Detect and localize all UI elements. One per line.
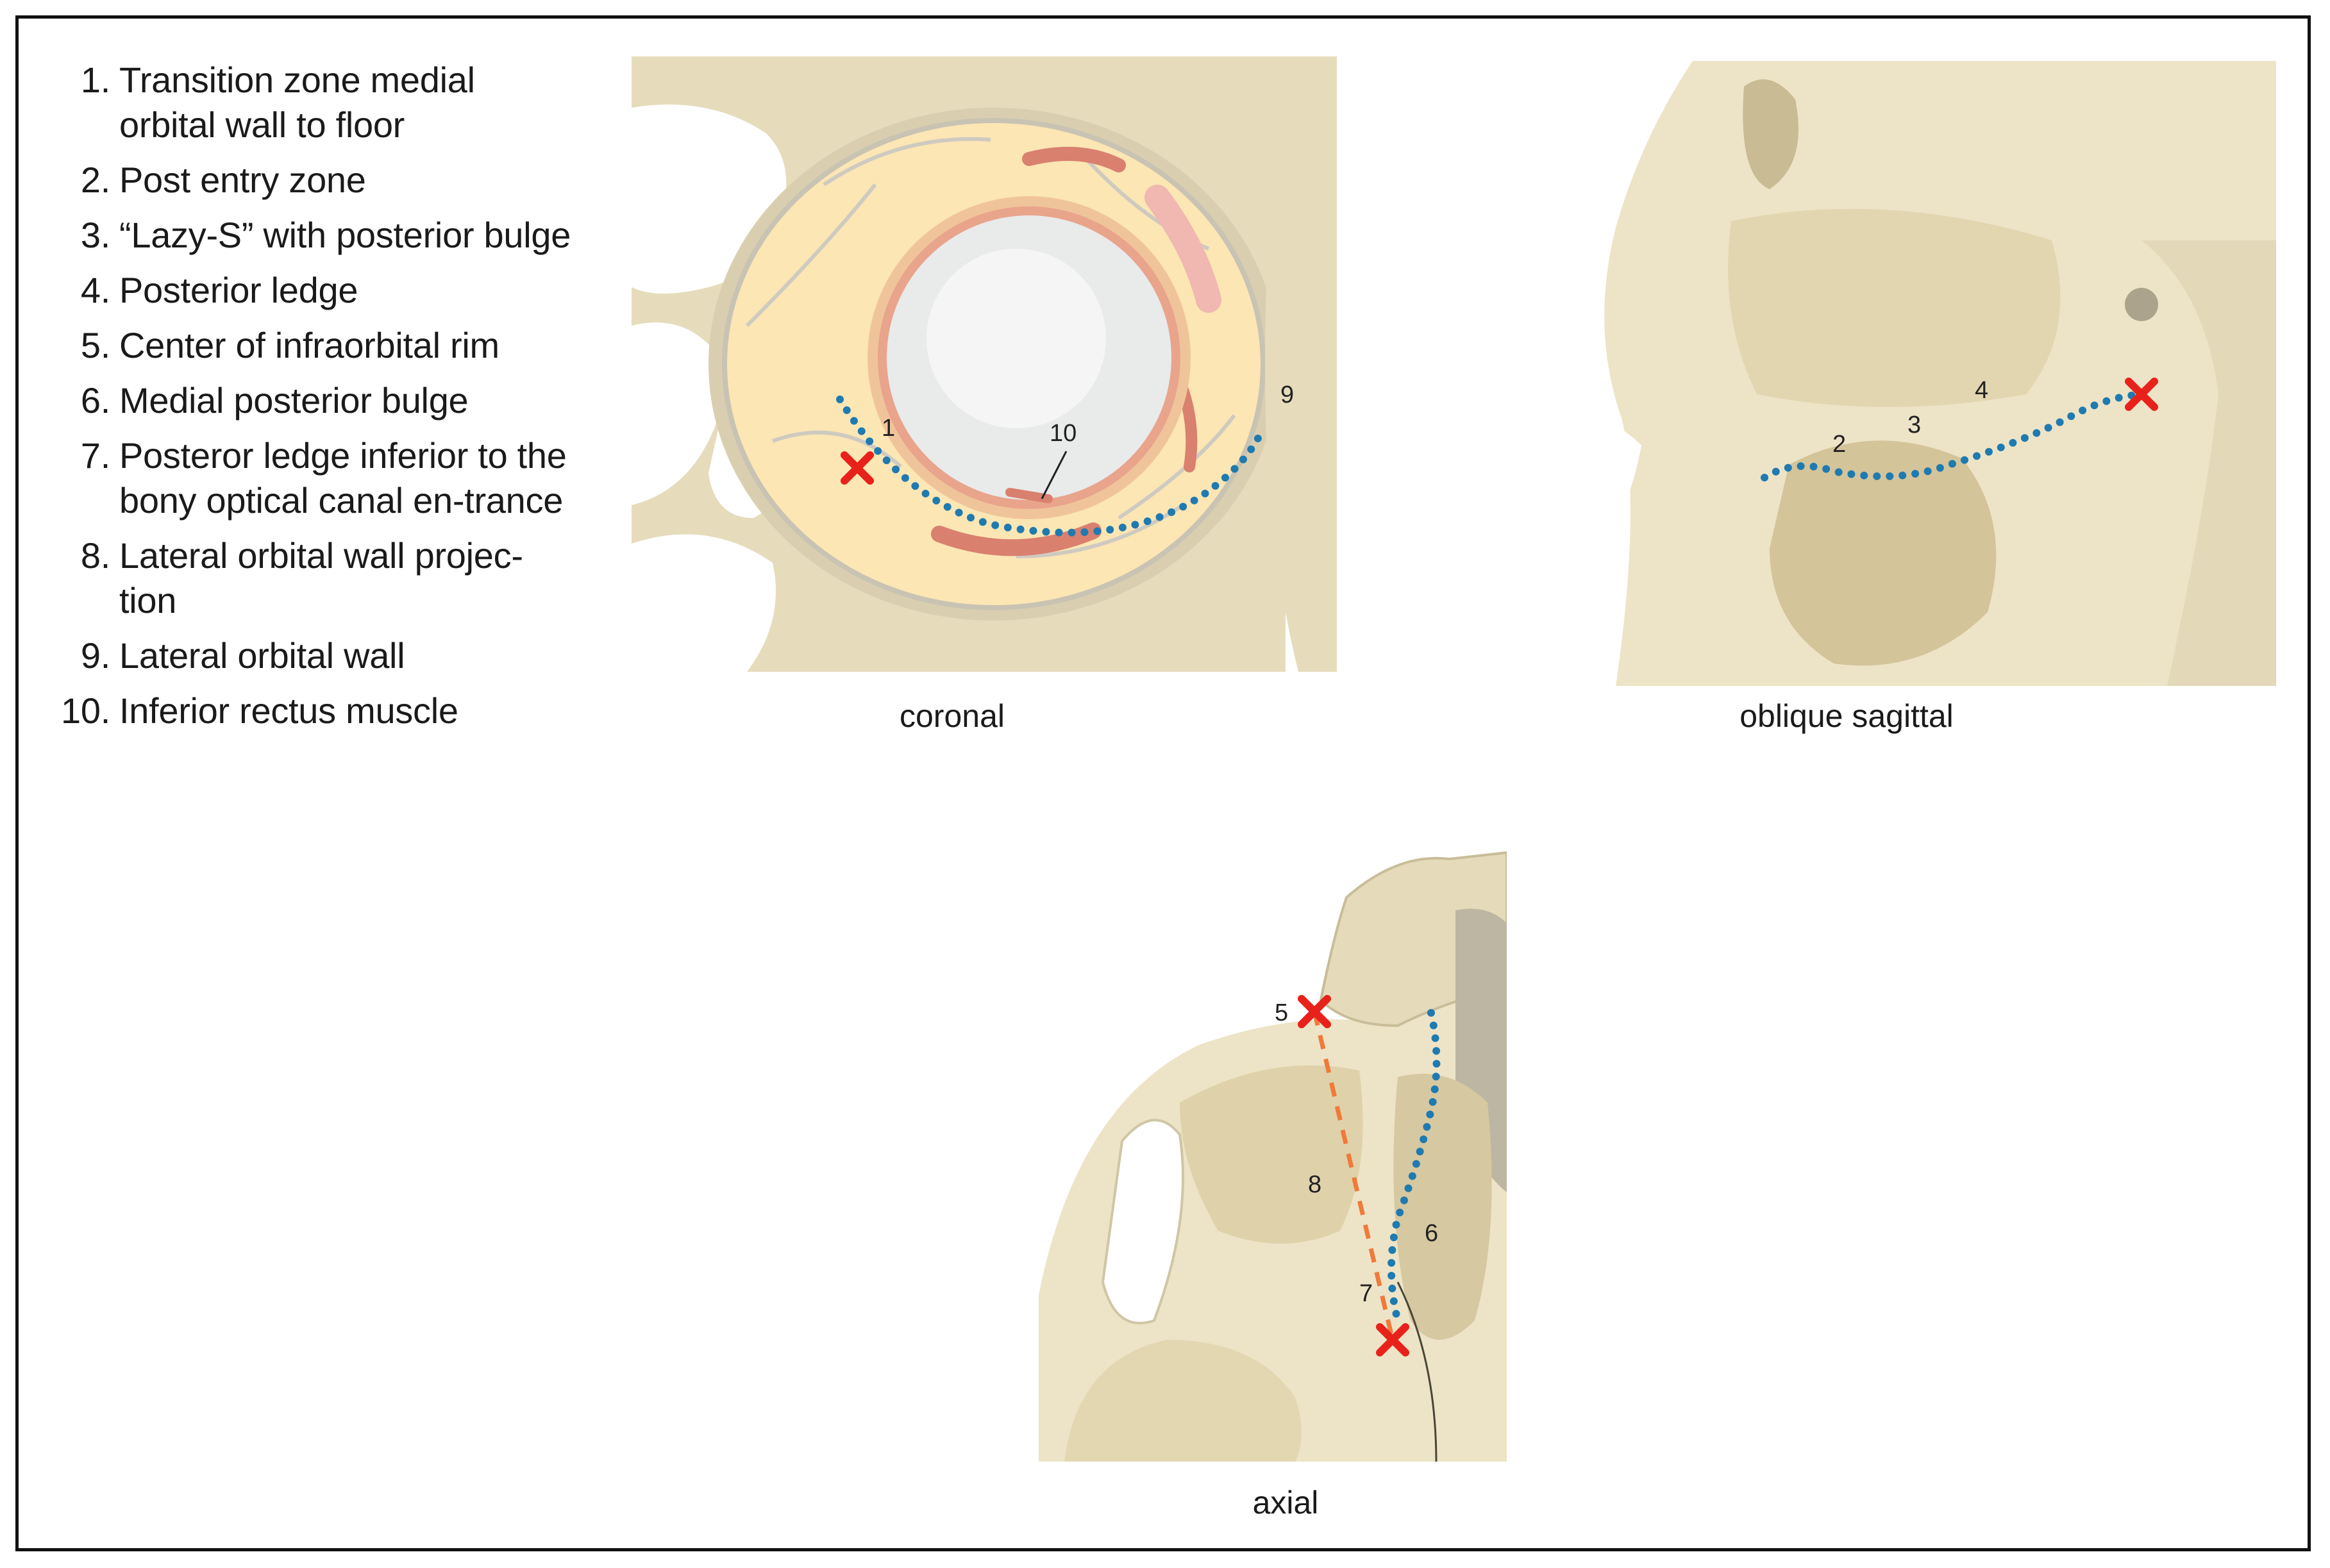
ethmoid-cells xyxy=(1393,1074,1492,1340)
legend-text: Posteror ledge inferior to the bony opti… xyxy=(119,435,567,521)
sagittal-label-3: 3 xyxy=(1907,412,1921,438)
lateral-rectus-muscle xyxy=(1177,384,1198,472)
orbital-floor xyxy=(1180,1065,1363,1244)
axial-dotted-line xyxy=(1387,1009,1441,1324)
midline-fissure xyxy=(1396,1281,1437,1462)
legend-number: 4. xyxy=(80,270,110,310)
legend-text: Lateral orbital wall xyxy=(119,635,405,676)
legend-number: 9. xyxy=(80,635,110,676)
frontal-sinus xyxy=(1743,79,1798,189)
legend-text: Post entry zone xyxy=(119,160,366,200)
legend-text: Lateral orbital wall projec-tion xyxy=(119,535,523,621)
legend-item: 1.Transition zone medial orbital wall to… xyxy=(46,58,572,147)
coronal-illustration: 1 10 9 xyxy=(632,56,1337,672)
legend-number: 8. xyxy=(80,535,110,576)
coronal-dotted-line xyxy=(836,396,1264,537)
sagittal-marker-x xyxy=(2125,378,2158,411)
legend-list: 1.Transition zone medial orbital wall to… xyxy=(46,58,572,744)
legend-text: Posterior ledge xyxy=(119,270,358,310)
legend-number: 5. xyxy=(80,325,110,365)
legend-text: Center of infraorbital rim xyxy=(119,325,499,365)
legend-item: 10.Inferior rectus muscle xyxy=(46,688,572,733)
legend-number: 10. xyxy=(61,690,110,731)
coronal-leader-line xyxy=(1041,451,1068,499)
figure-frame xyxy=(15,15,2311,1551)
legend-text: Inferior rectus muscle xyxy=(119,690,458,731)
axial-caption: axial xyxy=(1252,1485,1319,1521)
axial-label-5: 5 xyxy=(1275,999,1288,1026)
axial-marker-x-5 xyxy=(1298,995,1331,1028)
legend-item: 7.Posteror ledge inferior to the bony op… xyxy=(46,433,572,523)
temporal-lobe-fossa xyxy=(1064,1340,1302,1462)
superior-rectus-muscle xyxy=(1022,147,1126,172)
legend-number: 3. xyxy=(80,215,110,255)
axial-label-7: 7 xyxy=(1359,1280,1373,1307)
coronal-label-9: 9 xyxy=(1280,381,1294,408)
coronal-svg: 1 10 9 xyxy=(632,56,1337,672)
legend-item: 3.“Lazy-S” with posterior bulge xyxy=(46,213,572,258)
legend-item: 6.Medial posterior bulge xyxy=(46,378,572,423)
ethmoid-cell xyxy=(632,322,723,505)
lateral-gland xyxy=(1144,185,1221,313)
oblique-sagittal-illustration: 2 3 4 xyxy=(1564,61,2276,686)
foramen xyxy=(2125,288,2158,321)
lateral-orbital-wall xyxy=(1265,56,1337,672)
legend-number: 7. xyxy=(80,435,110,476)
sphenoid-region xyxy=(2141,240,2276,686)
legend-text: Transition zone medial orbital wall to f… xyxy=(119,60,475,145)
legend-item: 5.Center of infraorbital rim xyxy=(46,323,572,368)
coronal-caption: coronal xyxy=(900,698,1005,734)
axial-illustration: 5 8 6 7 xyxy=(1039,833,1507,1462)
sagittal-label-2: 2 xyxy=(1832,431,1846,458)
maxillary-sinus xyxy=(632,534,776,672)
temporal-fossa-gap xyxy=(1101,1119,1184,1324)
orbit-surface xyxy=(1728,208,2061,407)
legend-item: 4.Posterior ledge xyxy=(46,268,572,313)
maxillary-sinus-sagittal xyxy=(1770,440,1997,666)
nasal-outside xyxy=(1564,417,1641,574)
legend-number: 6. xyxy=(80,380,110,421)
sagittal-label-4: 4 xyxy=(1975,377,1988,404)
sagittal-svg: 2 3 4 xyxy=(1564,61,2276,686)
coronal-label-10: 10 xyxy=(1050,420,1077,447)
legend-item: 8.Lateral orbital wall projec-tion xyxy=(46,533,572,623)
axial-svg: 5 8 6 7 xyxy=(1039,833,1507,1462)
axial-dashed-line xyxy=(1312,1011,1395,1340)
inferior-rectus-muscle xyxy=(931,522,1102,556)
legend-number: 1. xyxy=(80,60,110,100)
globe-highlight xyxy=(926,249,1106,428)
axial-marker-x-7 xyxy=(1376,1323,1409,1356)
legend-text: Medial posterior bulge xyxy=(119,380,469,421)
axial-label-6: 6 xyxy=(1425,1220,1438,1247)
legend-item: 2.Post entry zone xyxy=(46,158,572,203)
sagittal-dotted-line xyxy=(1761,390,2145,481)
axial-label-8: 8 xyxy=(1308,1171,1321,1198)
legend-item: 9.Lateral orbital wall xyxy=(46,633,572,678)
coronal-label-1: 1 xyxy=(882,415,895,442)
legend-text: “Lazy-S” with posterior bulge xyxy=(119,215,571,255)
oblique-sagittal-caption: oblique sagittal xyxy=(1739,698,1954,734)
legend-number: 2. xyxy=(80,160,110,200)
coronal-marker-x xyxy=(841,451,874,485)
